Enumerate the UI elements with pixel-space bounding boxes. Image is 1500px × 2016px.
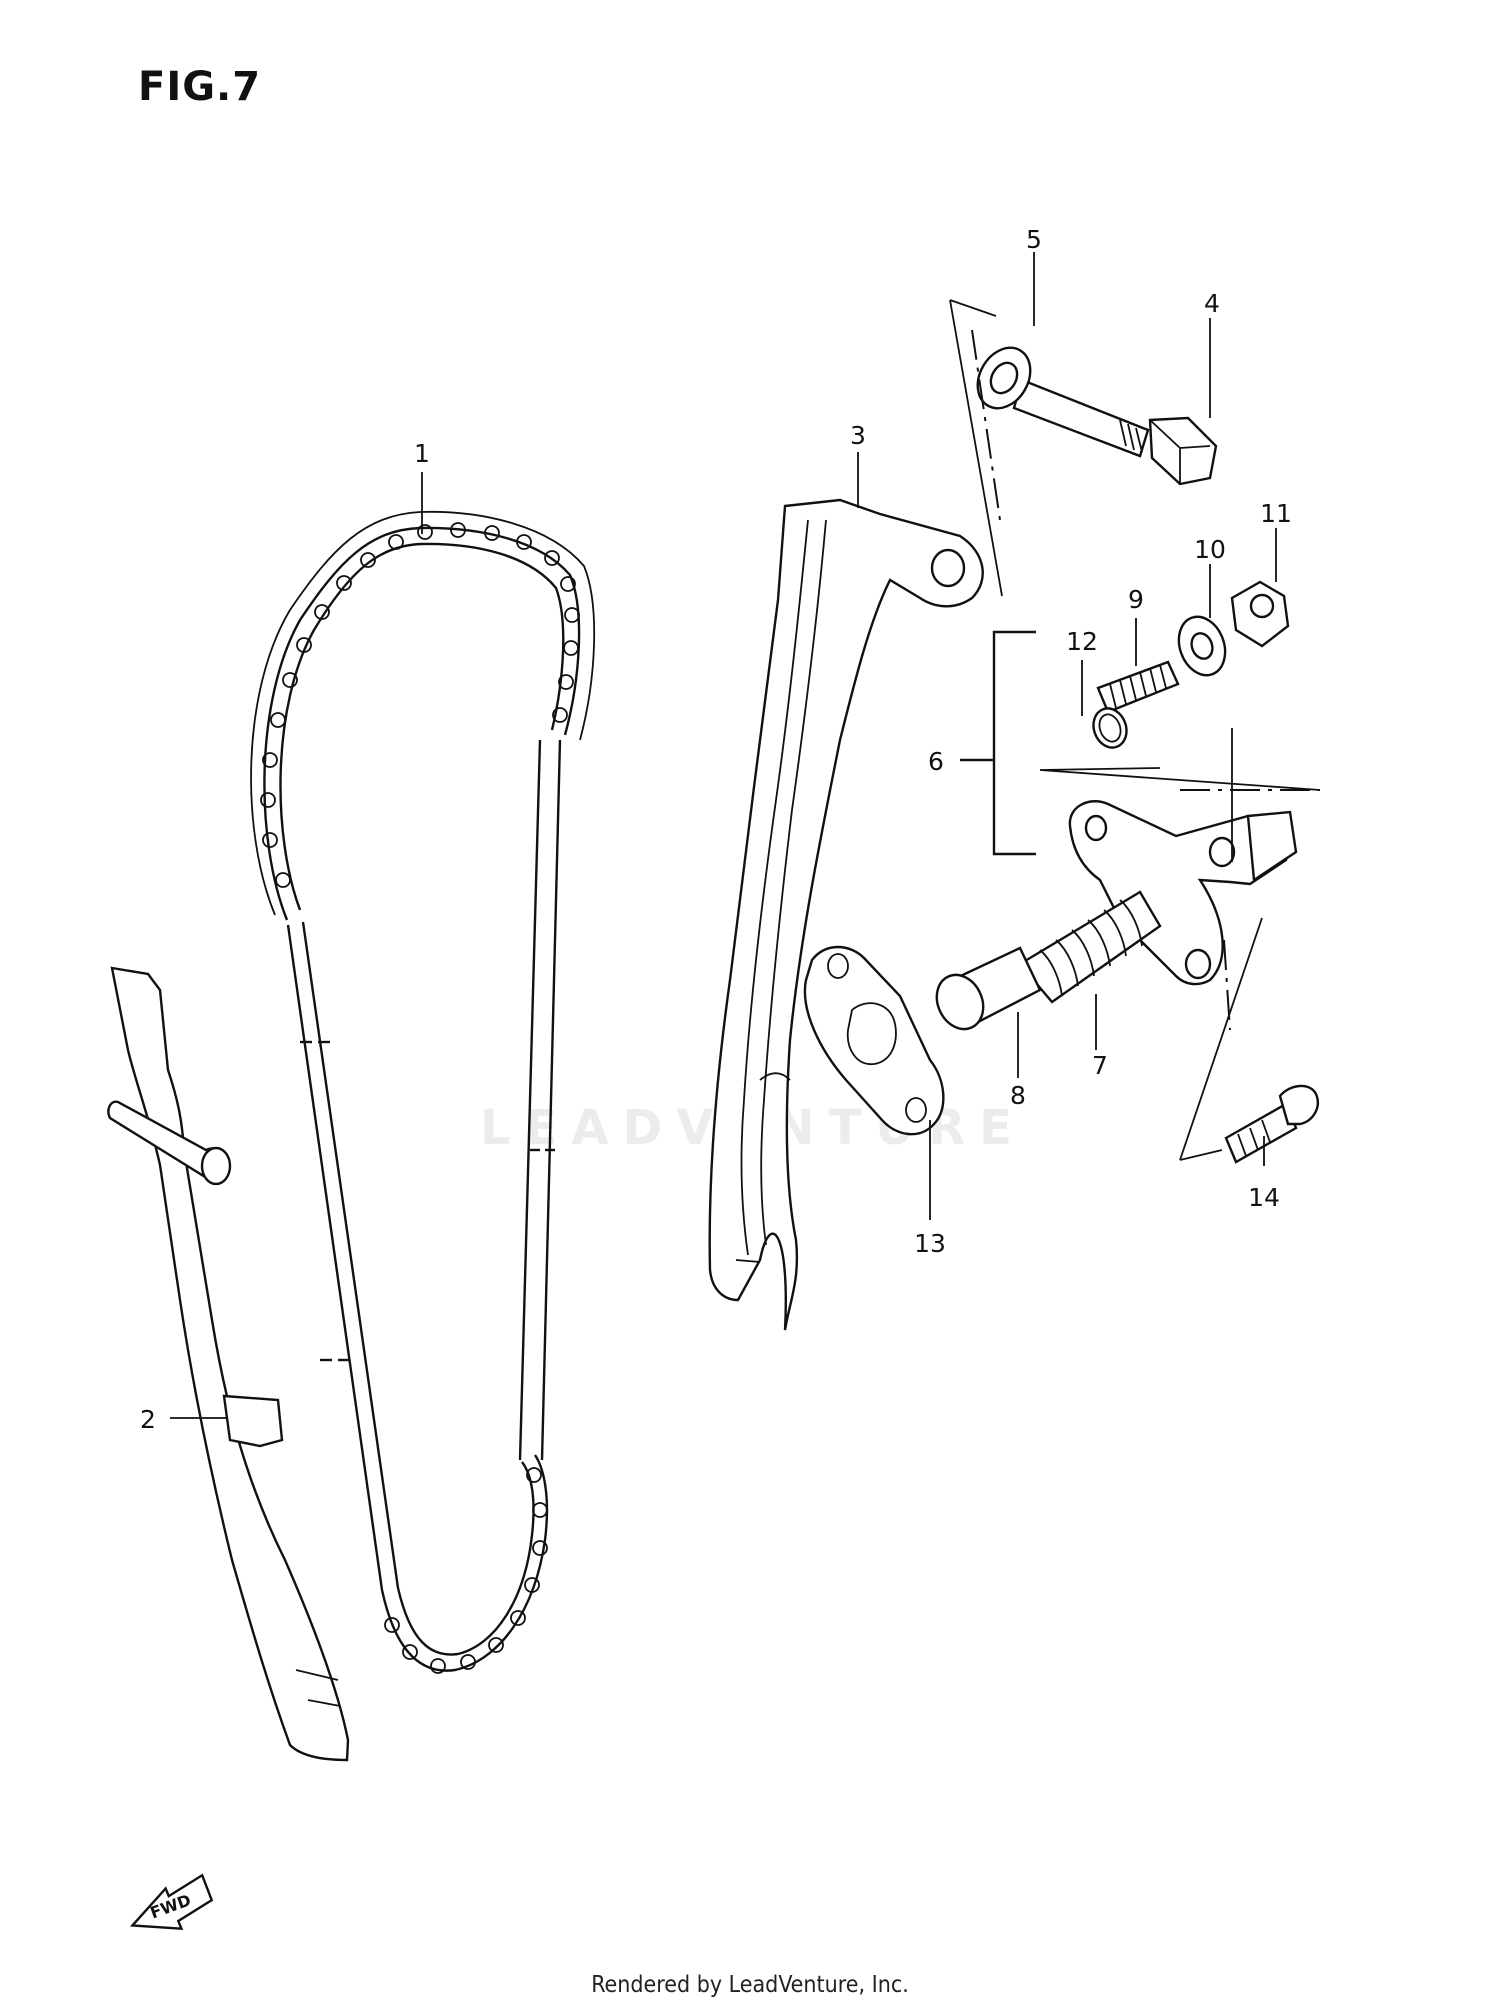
- washer-10[interactable]: [1171, 610, 1233, 681]
- callout-3: 3: [850, 421, 866, 450]
- pushrod-8[interactable]: [928, 946, 1042, 1037]
- callout-11: 11: [1260, 499, 1292, 528]
- callout-4: 4: [1204, 289, 1220, 318]
- callout-6: 6: [928, 747, 944, 776]
- callout-leaders: [170, 252, 1277, 1419]
- callout-1: 1: [414, 439, 430, 468]
- figure-title: FIG.7: [138, 64, 262, 110]
- callout-5: 5: [1026, 225, 1042, 254]
- gasket-13[interactable]: [803, 945, 945, 1136]
- o-ring-12[interactable]: [1088, 704, 1132, 753]
- callout-2: 2: [140, 1405, 156, 1434]
- callout-10: 10: [1194, 535, 1226, 564]
- bolt-4[interactable]: [1012, 378, 1218, 486]
- chain-guide[interactable]: [107, 966, 350, 1762]
- nut-11[interactable]: [1230, 580, 1290, 648]
- cam-chain[interactable]: [250, 510, 596, 1674]
- stud-9[interactable]: [1096, 660, 1180, 714]
- washer-5[interactable]: [967, 338, 1041, 417]
- callout-7: 7: [1092, 1051, 1108, 1080]
- footer-credit: Rendered by LeadVenture, Inc.: [591, 1972, 909, 1998]
- callout-13: 13: [914, 1229, 946, 1258]
- tensioner-arm[interactable]: [708, 498, 984, 1331]
- callout-12: 12: [1066, 627, 1098, 656]
- adjuster-body-7[interactable]: [1018, 800, 1298, 1004]
- bolt-14[interactable]: [1224, 1084, 1319, 1164]
- callout-9: 9: [1128, 585, 1144, 614]
- callout-8: 8: [1010, 1081, 1026, 1110]
- callout-14: 14: [1248, 1183, 1280, 1212]
- fwd-arrow-icon: FWD: [129, 1873, 214, 1930]
